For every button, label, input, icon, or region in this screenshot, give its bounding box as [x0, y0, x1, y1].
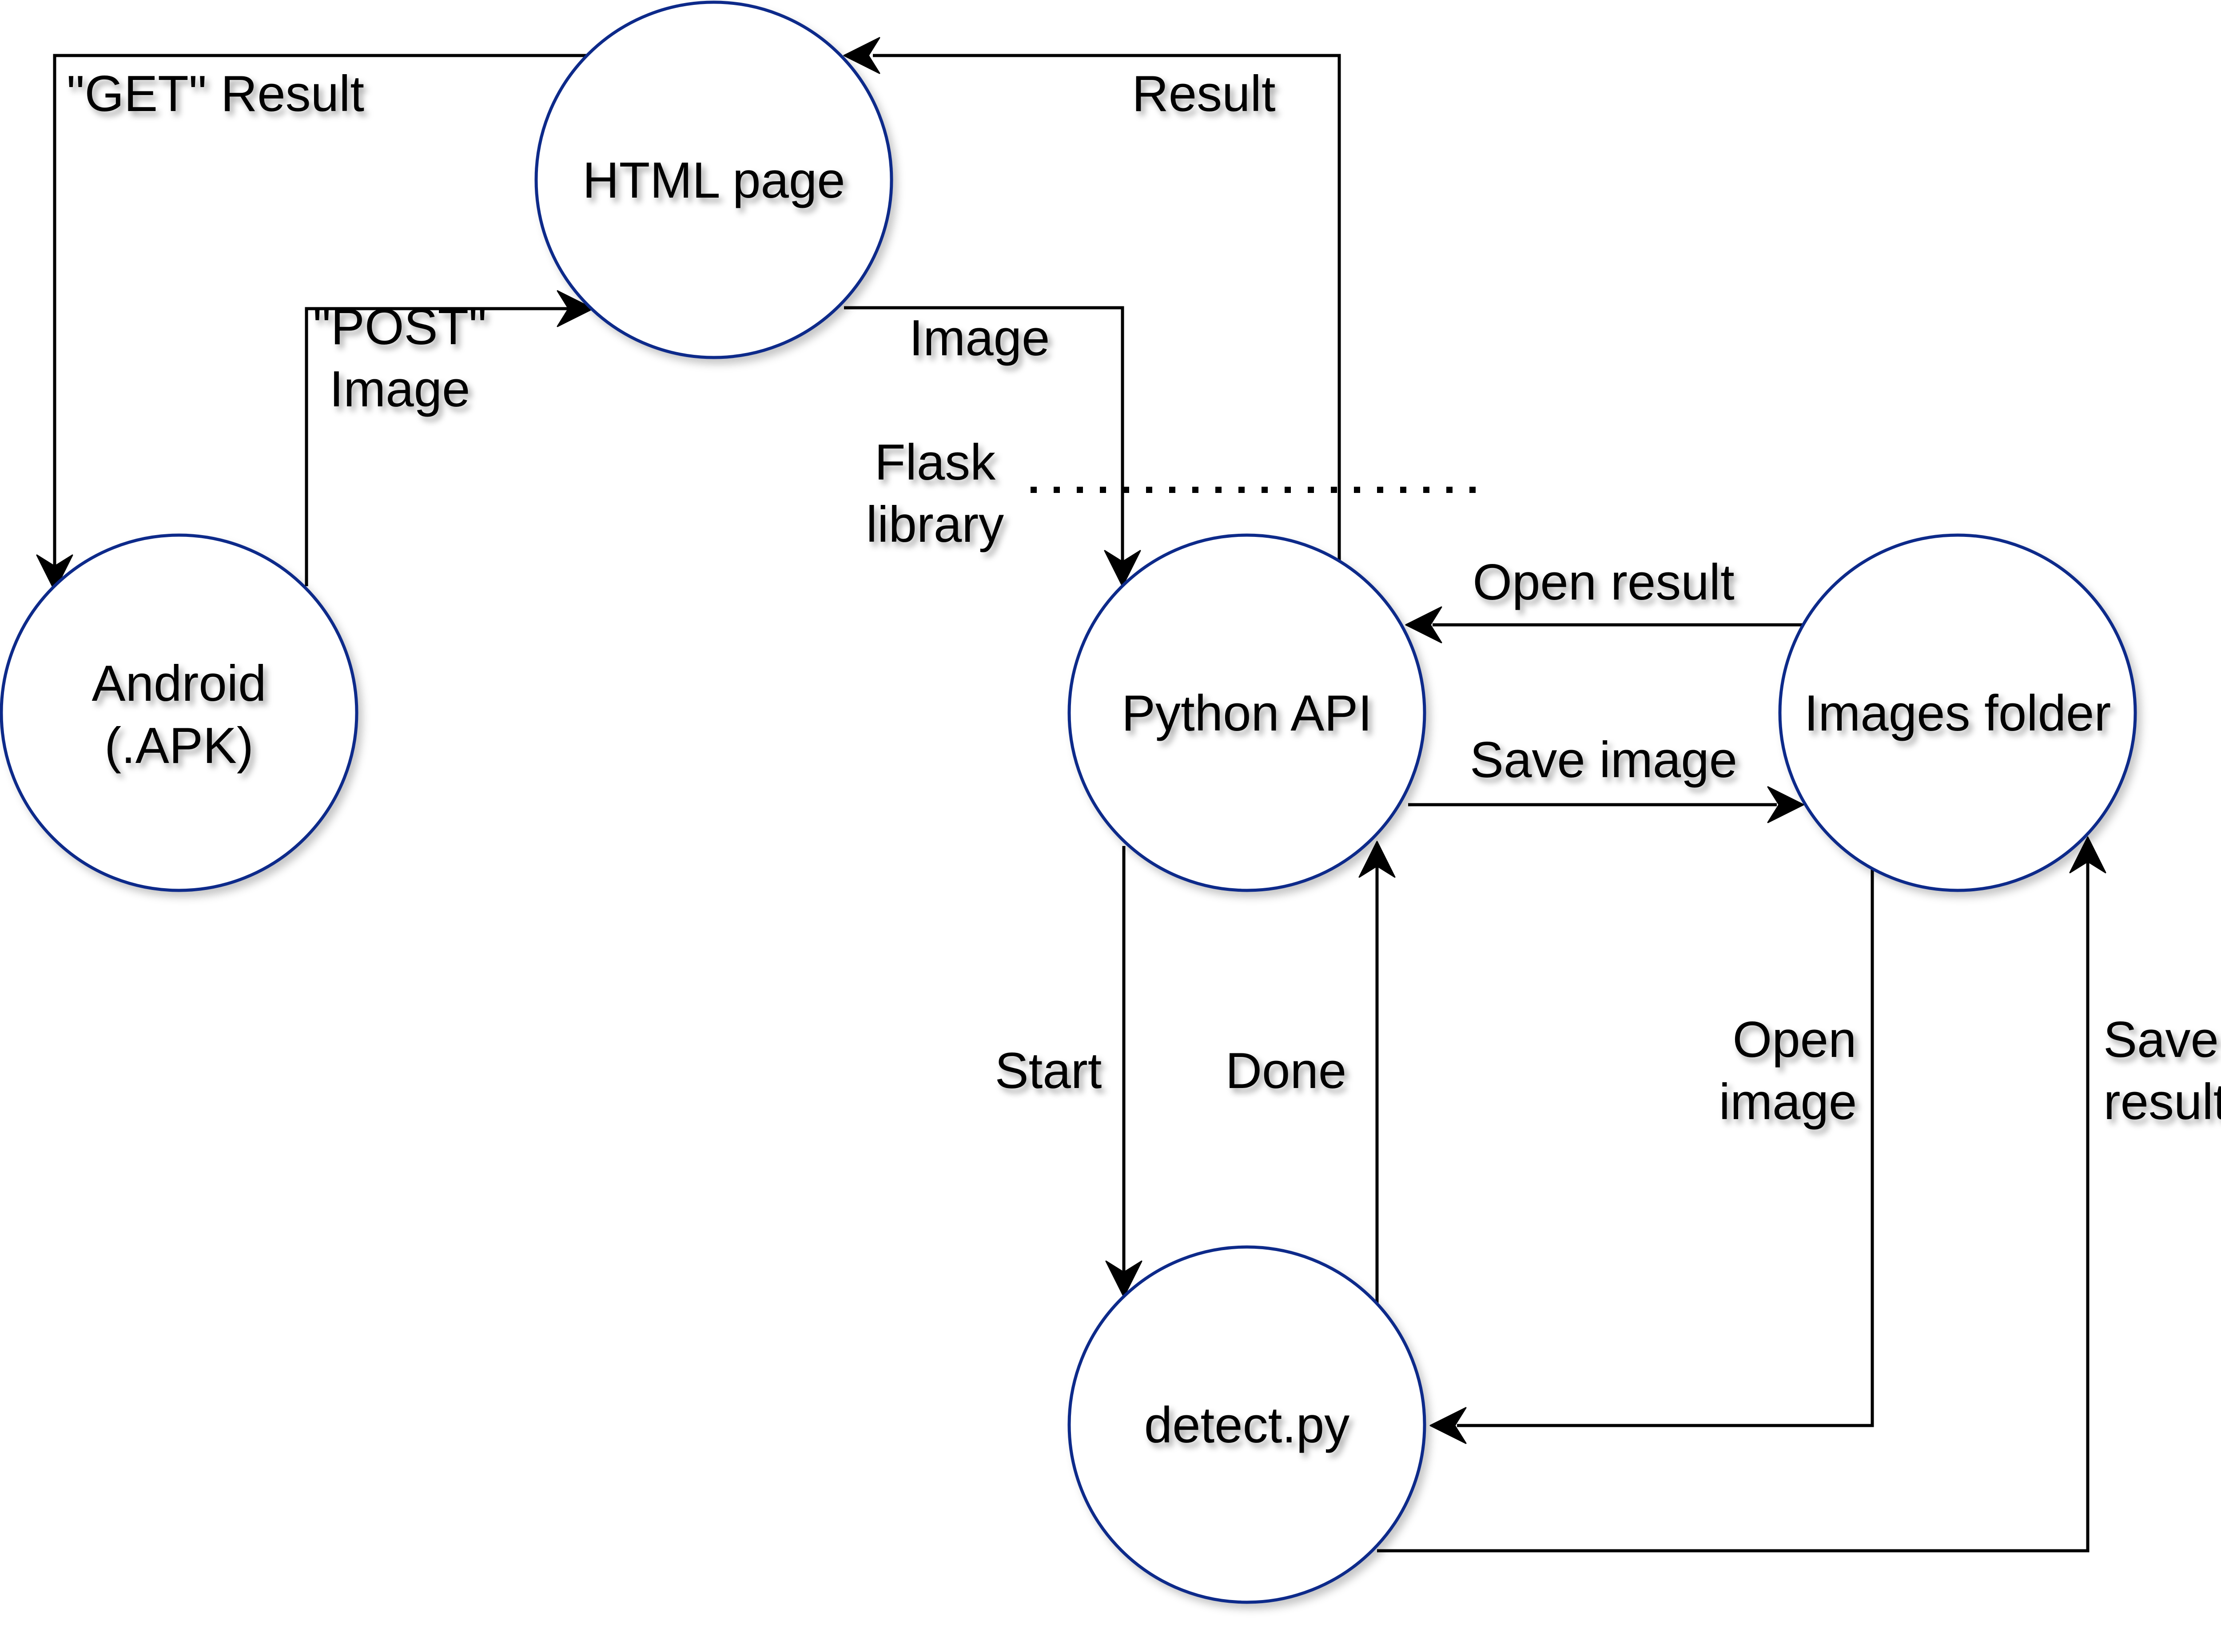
label-flask-line1: Flask [875, 434, 996, 491]
node-html-page-label: HTML page [582, 152, 845, 209]
edge-post-image [305, 290, 594, 586]
label-open-result: Open result [1473, 554, 1734, 611]
arrow-head [1358, 841, 1396, 878]
node-android[interactable]: Android (.APK) [0, 533, 358, 892]
arrow-head [1105, 1260, 1142, 1298]
node-images-folder-label: Images folder [1804, 685, 2111, 742]
arrow-head [1405, 606, 1442, 643]
label-flask-line2: library [866, 496, 1004, 553]
edge-save-image [1408, 786, 1804, 823]
label-get-result: "GET" Result [67, 66, 364, 122]
node-detect[interactable]: detect.py [1067, 1245, 1426, 1604]
label-done: Done [1226, 1043, 1347, 1099]
node-python-api-label: Python API [1122, 685, 1372, 742]
node-html-page[interactable]: HTML page [534, 0, 893, 359]
arrow-head [2069, 836, 2106, 874]
label-save-image: Save image [1470, 732, 1737, 788]
edge-open-result [1405, 606, 1803, 643]
label-post-line1: "POST" [313, 299, 486, 355]
arrow-head [557, 290, 594, 327]
arrow-head [843, 37, 880, 74]
node-python-api[interactable]: Python API [1067, 533, 1426, 892]
arrow-head [1104, 550, 1141, 587]
edge-start [1105, 846, 1142, 1298]
edge-save-result [1377, 836, 2106, 1553]
node-android-label-line2: (.APK) [104, 718, 254, 774]
label-save-result-line2: result [2104, 1074, 2221, 1130]
label-open-image-line2: image [1719, 1074, 1857, 1130]
edge-done [1358, 841, 1396, 1303]
arrow-head [1429, 1407, 1467, 1444]
arrow-head [36, 554, 73, 592]
label-result: Result [1132, 66, 1275, 122]
edge-get-result [36, 54, 591, 592]
label-open-image-line1: Open [1733, 1012, 1857, 1068]
label-post-line2: Image [330, 361, 470, 417]
edge-result [843, 37, 1341, 562]
edge-open-image [1429, 868, 1874, 1444]
label-save-result-line1: Save [2103, 1012, 2219, 1068]
label-image: Image [909, 310, 1050, 366]
edge-image [844, 306, 1141, 587]
node-detect-label: detect.py [1144, 1397, 1350, 1453]
node-android-label-line1: Android [92, 655, 267, 712]
label-start: Start [995, 1043, 1102, 1099]
node-images-folder[interactable]: Images folder [1778, 533, 2137, 892]
arrow-head [1767, 786, 1804, 823]
